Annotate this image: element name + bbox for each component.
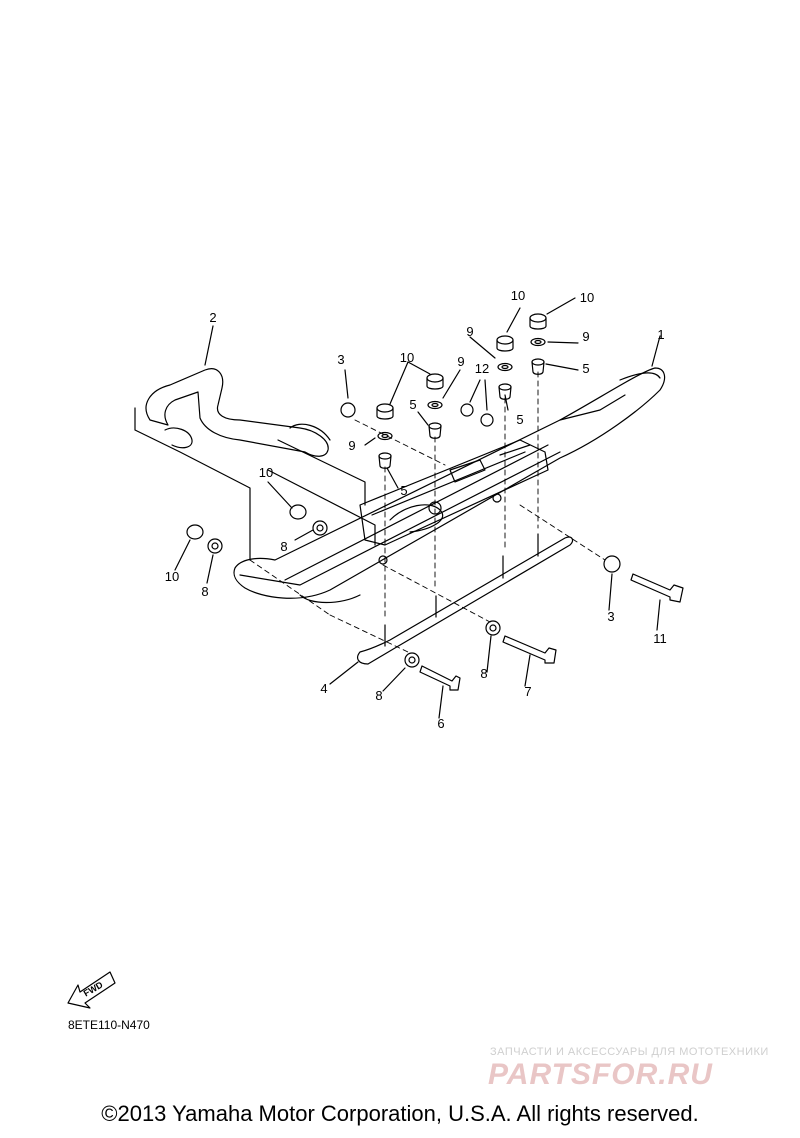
copyright-notice: ©2013 Yamaha Motor Corporation, U.S.A. A… <box>101 1101 699 1126</box>
callout-c10e: 10 <box>580 290 594 305</box>
callout-c1: 1 <box>657 327 664 342</box>
ski-handle <box>145 368 331 457</box>
callout-c2: 2 <box>209 310 216 325</box>
callout-c10a: 10 <box>400 350 414 365</box>
callout-c5b: 5 <box>400 483 407 498</box>
callout-c10b: 10 <box>259 465 273 480</box>
callout-c3b: 3 <box>607 609 614 624</box>
callout-c5d: 5 <box>582 361 589 376</box>
callout-c10d: 10 <box>511 288 525 303</box>
callout-c8d: 8 <box>480 666 487 681</box>
callout-c8c: 8 <box>375 688 382 703</box>
leader-lines <box>134 297 661 719</box>
callout-c6: 6 <box>437 716 444 731</box>
fwd-arrow-icon <box>67 971 116 1009</box>
callout-c9b: 9 <box>348 438 355 453</box>
callout-c7: 7 <box>524 684 531 699</box>
wear-runner <box>357 533 574 665</box>
callout-c10c: 10 <box>165 569 179 584</box>
callout-c8b: 8 <box>201 584 208 599</box>
callout-c9a: 9 <box>457 354 464 369</box>
diagram-code: 8ETE110-N470 <box>68 1018 150 1032</box>
callout-c9c: 9 <box>466 324 473 339</box>
callout-c3a: 3 <box>337 352 344 367</box>
callout-c12: 12 <box>475 361 489 376</box>
callout-c5c: 5 <box>516 412 523 427</box>
callout-c4: 4 <box>320 681 327 696</box>
ski <box>233 367 666 604</box>
watermark-logo: PARTSFOR.RU <box>488 1058 713 1091</box>
fwd-label: FWD <box>82 979 105 998</box>
callout-c5a: 5 <box>409 397 416 412</box>
callout-c11: 11 <box>653 631 667 646</box>
bolts <box>419 573 684 691</box>
callout-c9d: 9 <box>582 329 589 344</box>
watermark-tagline: ЗАПЧАСТИ И АКСЕССУАРЫ ДЛЯ МОТОТЕХНИКИ <box>490 1046 769 1058</box>
callout-c8a: 8 <box>280 539 287 554</box>
